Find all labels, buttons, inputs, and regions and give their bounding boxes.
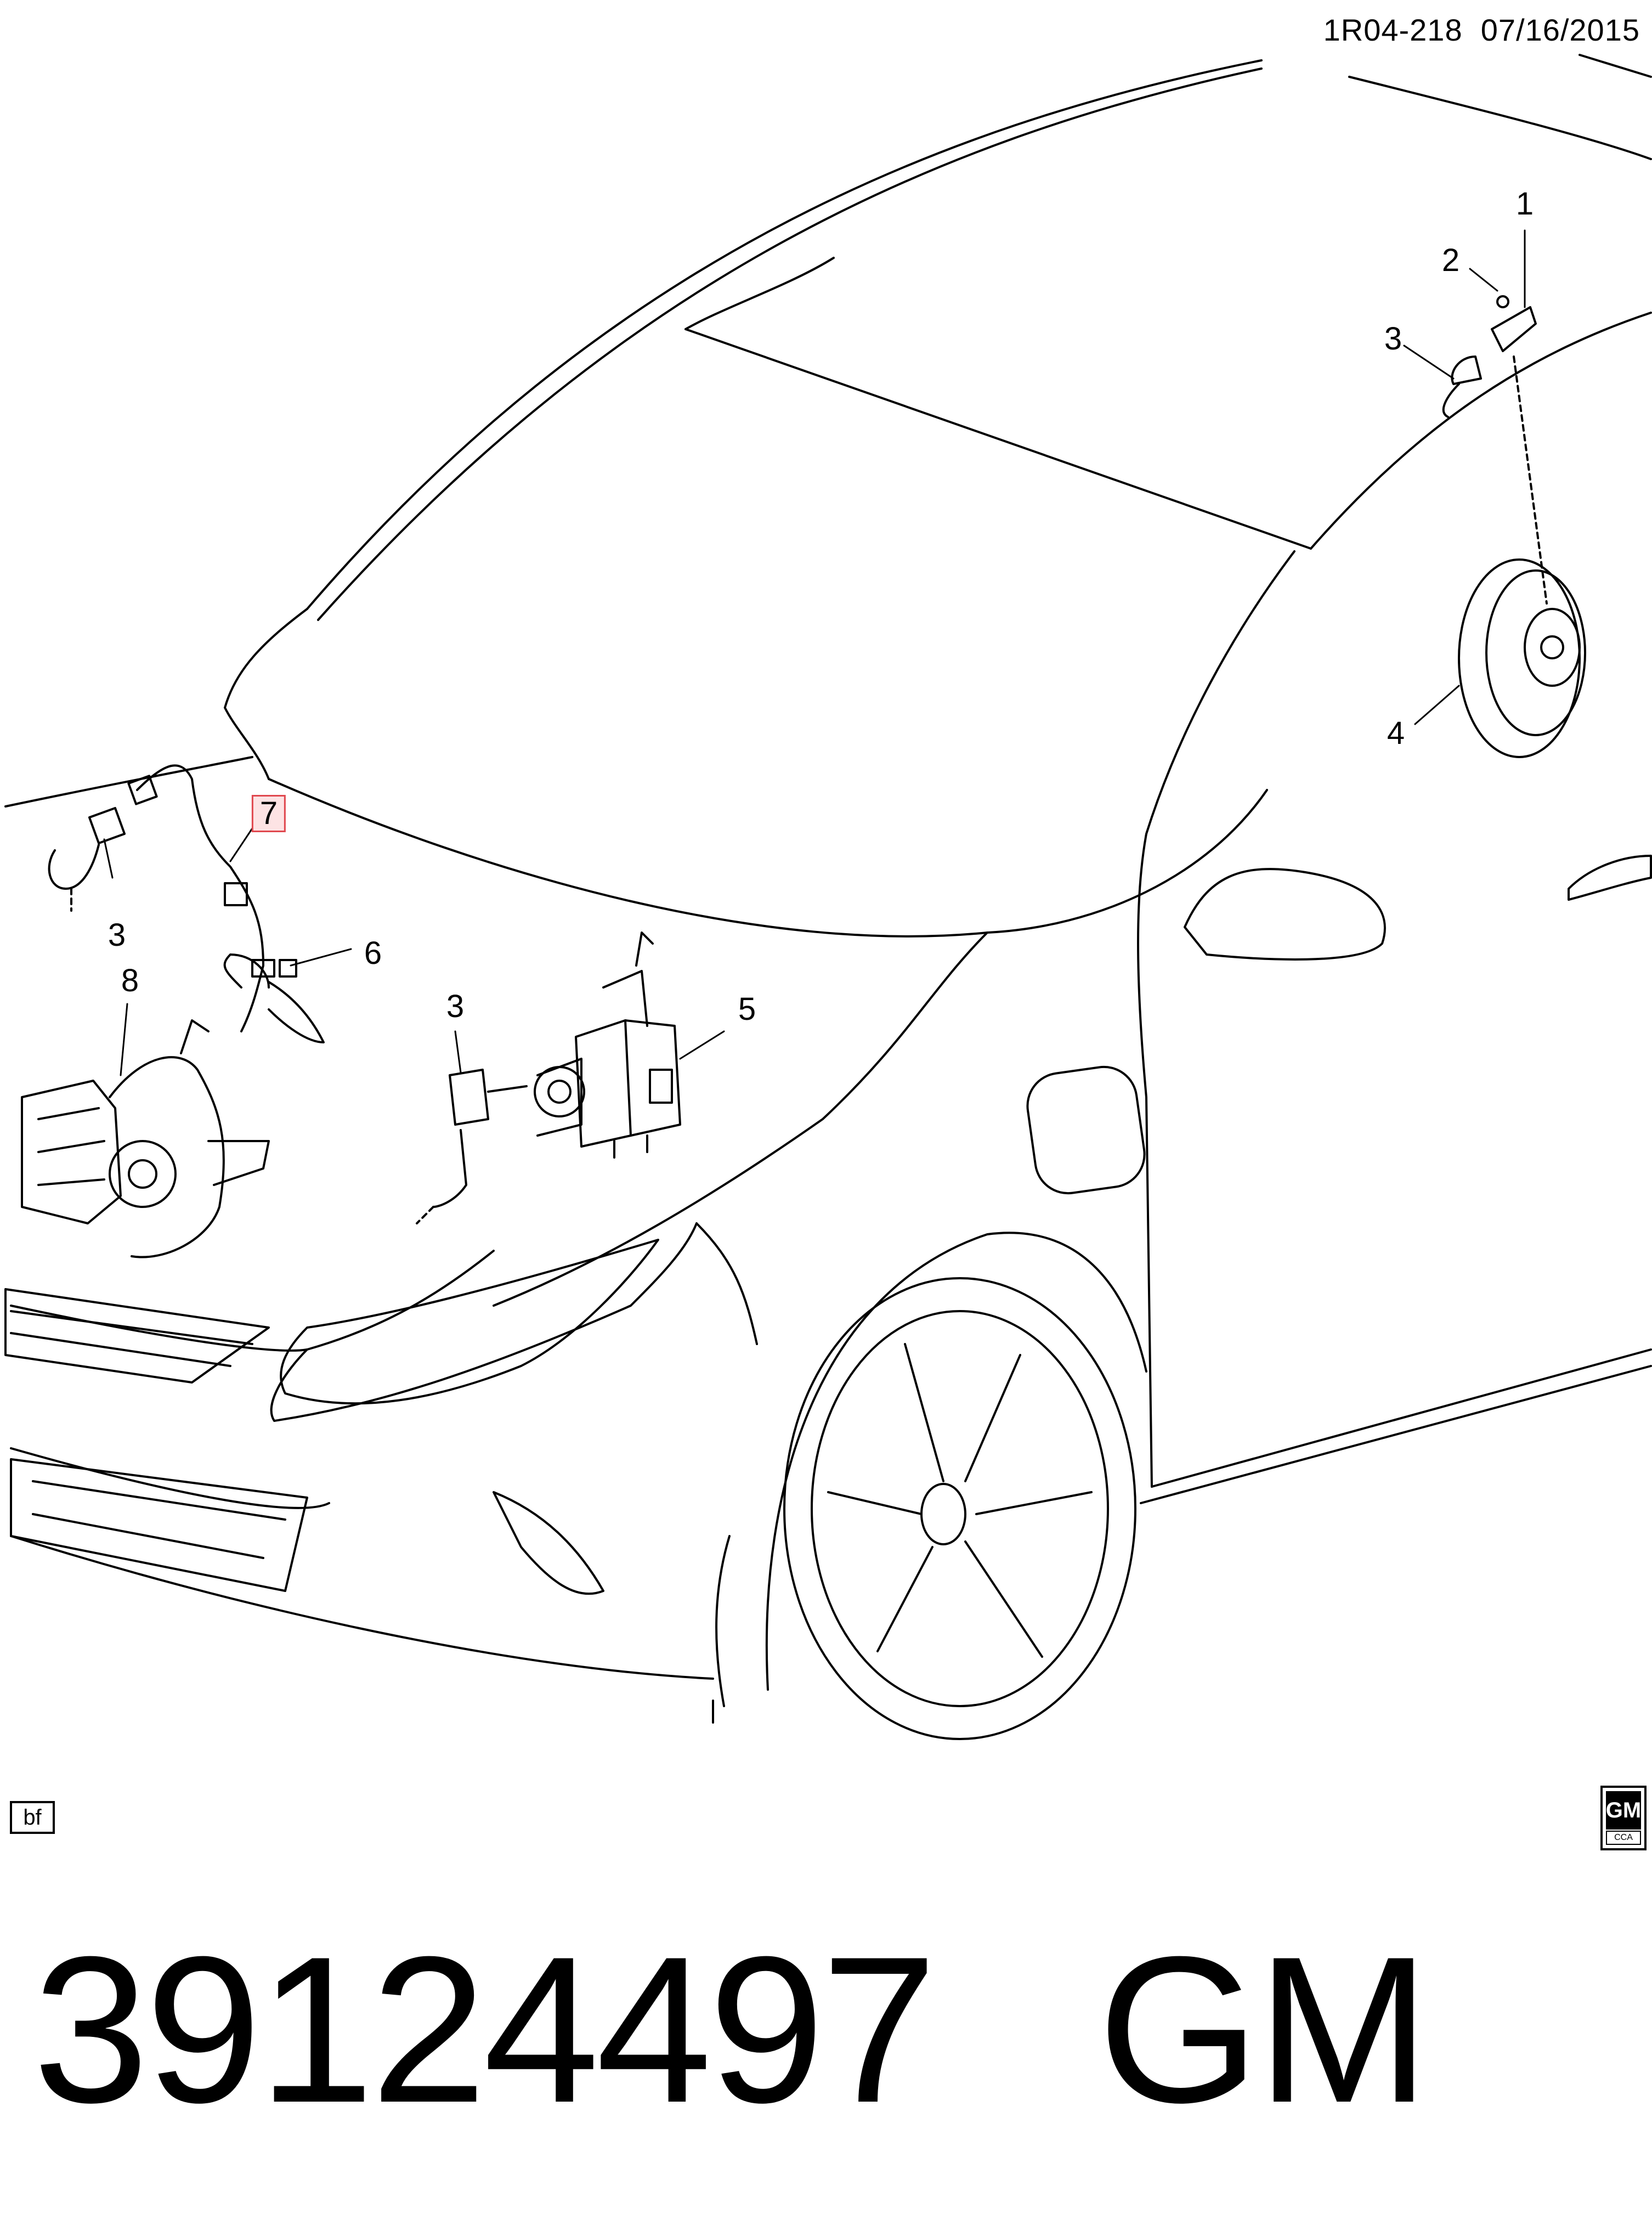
callout-7[interactable]: 7 bbox=[251, 795, 286, 832]
callout-2: 2 bbox=[1441, 242, 1460, 278]
front-wheel bbox=[783, 1277, 1136, 1740]
callout-3-module: 3 bbox=[446, 989, 465, 1024]
leader-lines bbox=[103, 229, 1526, 1076]
callout-1: 1 bbox=[1515, 186, 1534, 222]
side-mirror bbox=[1184, 868, 1386, 961]
gm-logo-text: GM bbox=[1606, 1791, 1641, 1830]
gm-logo-subtext: CCA bbox=[1606, 1831, 1641, 1845]
callout-4: 4 bbox=[1387, 715, 1405, 751]
callout-3-rear: 3 bbox=[1384, 321, 1402, 357]
brake-pressure-modulator bbox=[534, 931, 681, 1159]
car-body-outline bbox=[4, 54, 1652, 1724]
door-handle bbox=[1568, 855, 1652, 901]
callout-8: 8 bbox=[121, 963, 139, 998]
diagram-code: 1R04-218 bbox=[1323, 13, 1463, 47]
callout-3-front: 3 bbox=[108, 917, 126, 953]
rear-brake-shield bbox=[1458, 558, 1586, 758]
charge-port-door bbox=[1026, 1065, 1146, 1195]
exploded-parts-drawing bbox=[4, 54, 1652, 1740]
wheel-arch bbox=[765, 1232, 1147, 1691]
part-number: 39124497 bbox=[33, 1913, 937, 2146]
diagram-header: 1R04-218 07/16/2015 bbox=[1323, 12, 1640, 48]
gm-logo: GM CCA bbox=[1600, 1786, 1647, 1850]
front-wheel-speed-sensor bbox=[48, 806, 126, 912]
module-sensor bbox=[416, 1069, 528, 1224]
headlight bbox=[280, 1239, 659, 1595]
callout-6: 6 bbox=[364, 935, 382, 971]
front-sensor-harness bbox=[127, 764, 325, 1043]
bf-label: bf bbox=[10, 1801, 55, 1834]
rear-wheel-speed-sensor bbox=[1442, 295, 1548, 605]
steering-knuckle bbox=[21, 1019, 270, 1258]
brand-name: GM bbox=[1097, 1913, 1430, 2146]
part-number-line: 39124497 GM bbox=[33, 1926, 1430, 2134]
callout-5: 5 bbox=[738, 991, 756, 1027]
front-grille bbox=[4, 1288, 308, 1592]
diagram-date: 07/16/2015 bbox=[1480, 13, 1640, 47]
